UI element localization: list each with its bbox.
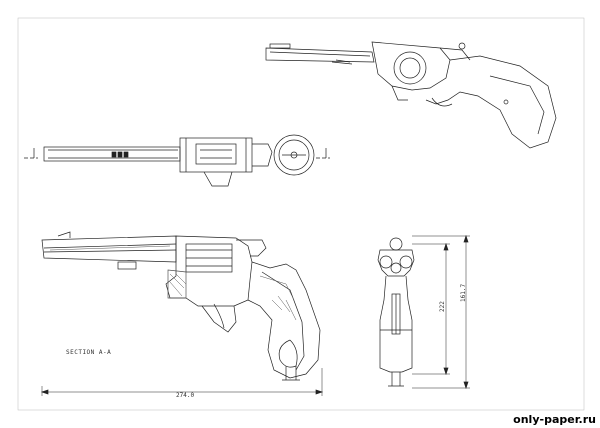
dimension-overall-length: 274.0	[176, 392, 195, 399]
isometric-view	[265, 41, 557, 149]
sheet-frame	[17, 17, 585, 411]
watermark: only-paper.ru	[513, 413, 596, 426]
dimension-height-inner: 161.7	[460, 283, 467, 302]
section-view	[40, 231, 324, 396]
end-view	[377, 234, 470, 390]
section-label: SECTION A-A	[66, 349, 112, 356]
top-view	[24, 134, 330, 187]
dimension-height-outer: 222	[439, 301, 446, 312]
